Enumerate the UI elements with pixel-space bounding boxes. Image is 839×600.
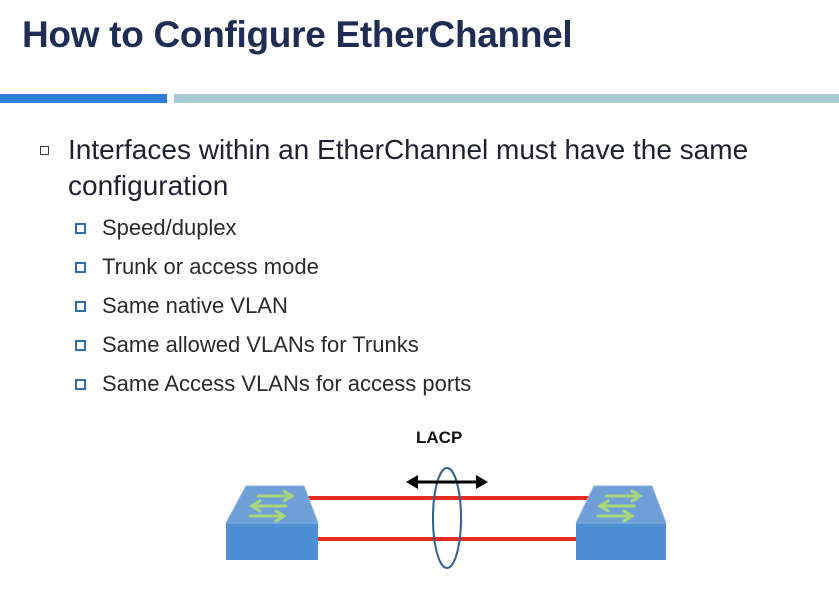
slide-title: How to Configure EtherChannel bbox=[22, 14, 573, 55]
switch-icon bbox=[575, 485, 667, 560]
main-bullet-text: Interfaces within an EtherChannel must h… bbox=[68, 134, 749, 201]
sub-bullet-text: Trunk or access mode bbox=[102, 254, 319, 279]
sub-bullet-square-icon bbox=[75, 262, 86, 273]
sub-bullet-square-icon bbox=[75, 223, 86, 234]
sub-bullet-text: Speed/duplex bbox=[102, 215, 237, 240]
sub-bullet-text: Same native VLAN bbox=[102, 293, 288, 318]
title-underline-bar bbox=[174, 94, 839, 103]
switch-icon bbox=[225, 485, 319, 560]
sub-bullet-square-icon bbox=[75, 379, 86, 390]
double-arrow-icon bbox=[406, 475, 488, 489]
sub-bullet-text: Same allowed VLANs for Trunks bbox=[102, 332, 419, 357]
etherchannel-diagram bbox=[225, 467, 667, 569]
bundle-ellipse-icon bbox=[432, 467, 462, 569]
sub-bullet-square-icon bbox=[75, 301, 86, 312]
lacp-label: LACP bbox=[416, 428, 463, 447]
bullet-square-icon bbox=[40, 146, 49, 155]
title-underline-accent bbox=[0, 94, 167, 103]
sub-bullet-text: Same Access VLANs for access ports bbox=[102, 371, 472, 396]
sub-bullet-square-icon bbox=[75, 340, 86, 351]
